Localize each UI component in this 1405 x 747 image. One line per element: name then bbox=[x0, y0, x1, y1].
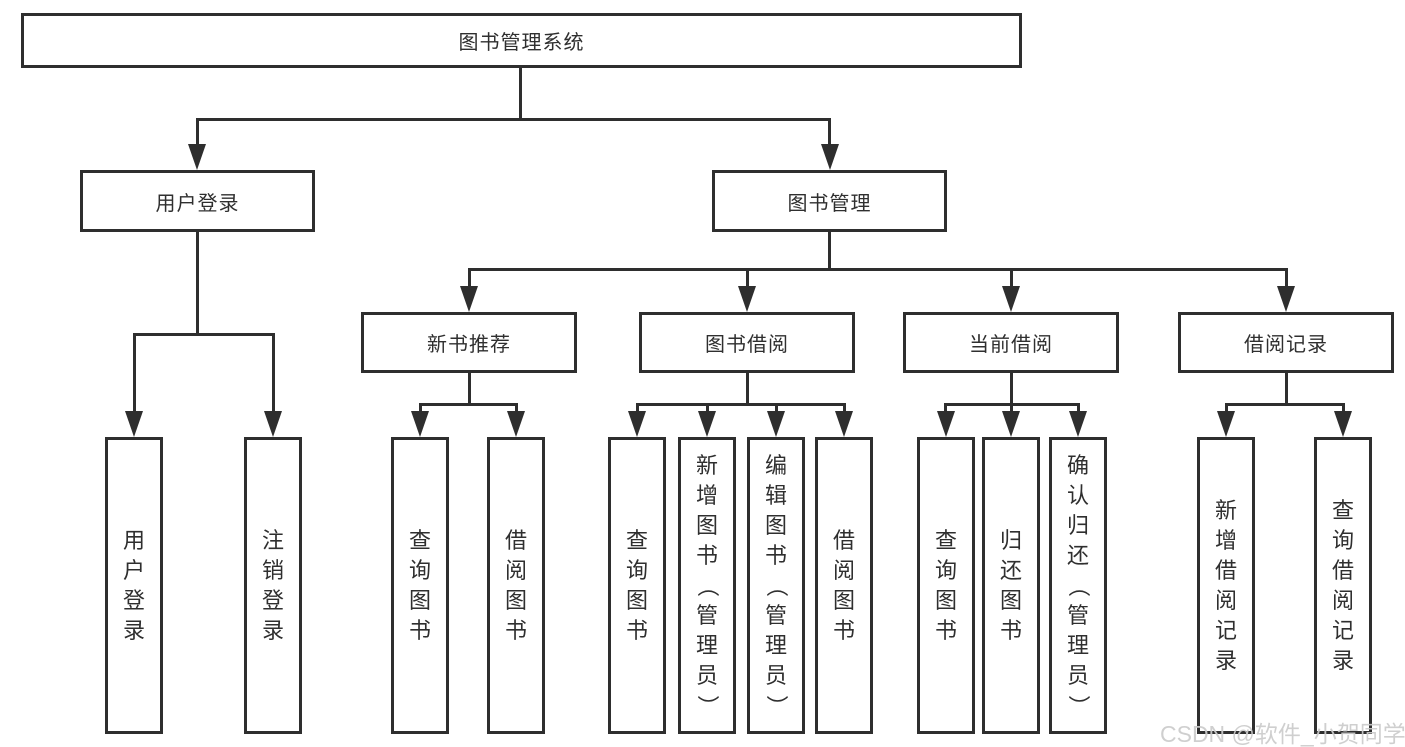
arrowhead-down-icon bbox=[1277, 286, 1295, 312]
arrowhead-down-icon bbox=[188, 144, 206, 170]
arrowhead-down-icon bbox=[411, 411, 429, 437]
arrowhead-down-icon bbox=[738, 286, 756, 312]
connector-line bbox=[468, 268, 1288, 271]
arrowhead-down-icon bbox=[1217, 411, 1235, 437]
arrowhead-down-icon bbox=[460, 286, 478, 312]
connector-line bbox=[133, 333, 275, 336]
leaf-bb-borrow-books: 借阅图书 bbox=[815, 437, 873, 734]
arrowhead-down-icon bbox=[1334, 411, 1352, 437]
connector-line bbox=[468, 373, 471, 406]
arrowhead-down-icon bbox=[125, 411, 143, 437]
leaf-nb-query-books: 查询图书 bbox=[391, 437, 449, 734]
connector-line bbox=[1285, 268, 1288, 292]
node-user-login: 用户登录 bbox=[80, 170, 315, 232]
connector-line bbox=[843, 403, 846, 415]
connector-line bbox=[1010, 373, 1013, 406]
connector-line bbox=[196, 232, 199, 336]
leaf-label: 查询图书 bbox=[934, 527, 957, 643]
leaf-label: 编辑图书（管理员） bbox=[763, 452, 789, 717]
arrowhead-down-icon bbox=[767, 411, 785, 437]
connector-line bbox=[746, 268, 749, 292]
arrowhead-down-icon bbox=[1002, 286, 1020, 312]
node-borrow-records: 借阅记录 bbox=[1178, 312, 1394, 373]
connector-line bbox=[828, 118, 831, 146]
node-library-system: 图书管理系统 bbox=[21, 13, 1022, 68]
leaf-br-query-record: 查询借阅记录 bbox=[1314, 437, 1372, 734]
connector-line bbox=[196, 118, 199, 146]
arrowhead-down-icon bbox=[628, 411, 646, 437]
leaf-label: 新增借阅记录 bbox=[1214, 497, 1237, 673]
leaf-label: 新增图书（管理员） bbox=[694, 452, 720, 717]
leaf-label: 查询图书 bbox=[408, 527, 431, 643]
arrowhead-down-icon bbox=[821, 144, 839, 170]
node-current-borrowing: 当前借阅 bbox=[903, 312, 1119, 373]
connector-line bbox=[1010, 268, 1013, 292]
leaf-user-login: 用户登录 bbox=[105, 437, 163, 734]
connector-line bbox=[706, 403, 709, 415]
node-book-management: 图书管理 bbox=[712, 170, 947, 232]
arrowhead-down-icon bbox=[1002, 411, 1020, 437]
leaf-label: 查询借阅记录 bbox=[1331, 497, 1354, 673]
leaf-label: 借阅图书 bbox=[832, 527, 855, 643]
connector-line bbox=[1225, 403, 1345, 406]
connector-line bbox=[1010, 403, 1013, 415]
connector-line bbox=[133, 333, 136, 413]
arrowhead-down-icon bbox=[698, 411, 716, 437]
connector-line bbox=[1342, 403, 1345, 415]
connector-line bbox=[1285, 373, 1288, 406]
csdn-watermark: CSDN @软件_小贺同学 bbox=[1160, 721, 1405, 747]
leaf-label: 查询图书 bbox=[625, 527, 648, 643]
leaf-bb-add-books-admin: 新增图书（管理员） bbox=[678, 437, 736, 734]
arrowhead-down-icon bbox=[1069, 411, 1087, 437]
connector-line bbox=[515, 403, 518, 415]
leaf-cb-query-books: 查询图书 bbox=[917, 437, 975, 734]
arrowhead-down-icon bbox=[937, 411, 955, 437]
node-new-book-recommend: 新书推荐 bbox=[361, 312, 577, 373]
connector-line bbox=[944, 403, 947, 415]
leaf-label: 归还图书 bbox=[999, 527, 1022, 643]
connector-line bbox=[1225, 403, 1228, 415]
arrowhead-down-icon bbox=[264, 411, 282, 437]
connector-line bbox=[419, 403, 422, 415]
arrowhead-down-icon bbox=[835, 411, 853, 437]
connector-line bbox=[746, 373, 749, 406]
leaf-label: 用户登录 bbox=[122, 527, 145, 643]
connector-line bbox=[196, 118, 831, 121]
leaf-bb-edit-books-admin: 编辑图书（管理员） bbox=[747, 437, 805, 734]
connector-line bbox=[828, 232, 831, 271]
leaf-cb-return-books: 归还图书 bbox=[982, 437, 1040, 734]
connector-line bbox=[272, 333, 275, 413]
leaf-label: 借阅图书 bbox=[504, 527, 527, 643]
connector-line bbox=[519, 68, 522, 121]
connector-line bbox=[636, 403, 639, 415]
connector-line bbox=[636, 403, 846, 406]
leaf-bb-query-books: 查询图书 bbox=[608, 437, 666, 734]
connector-line bbox=[775, 403, 778, 415]
arrowhead-down-icon bbox=[507, 411, 525, 437]
connector-line bbox=[1077, 403, 1080, 415]
leaf-label: 确认归还（管理员） bbox=[1065, 452, 1091, 717]
connector-line bbox=[468, 268, 471, 292]
leaf-logout: 注销登录 bbox=[244, 437, 302, 734]
leaf-nb-borrow-books: 借阅图书 bbox=[487, 437, 545, 734]
node-book-borrowing: 图书借阅 bbox=[639, 312, 855, 373]
leaf-cb-confirm-return-admin: 确认归还（管理员） bbox=[1049, 437, 1107, 734]
leaf-label: 注销登录 bbox=[261, 527, 284, 643]
leaf-br-add-record: 新增借阅记录 bbox=[1197, 437, 1255, 734]
connector-line bbox=[419, 403, 518, 406]
